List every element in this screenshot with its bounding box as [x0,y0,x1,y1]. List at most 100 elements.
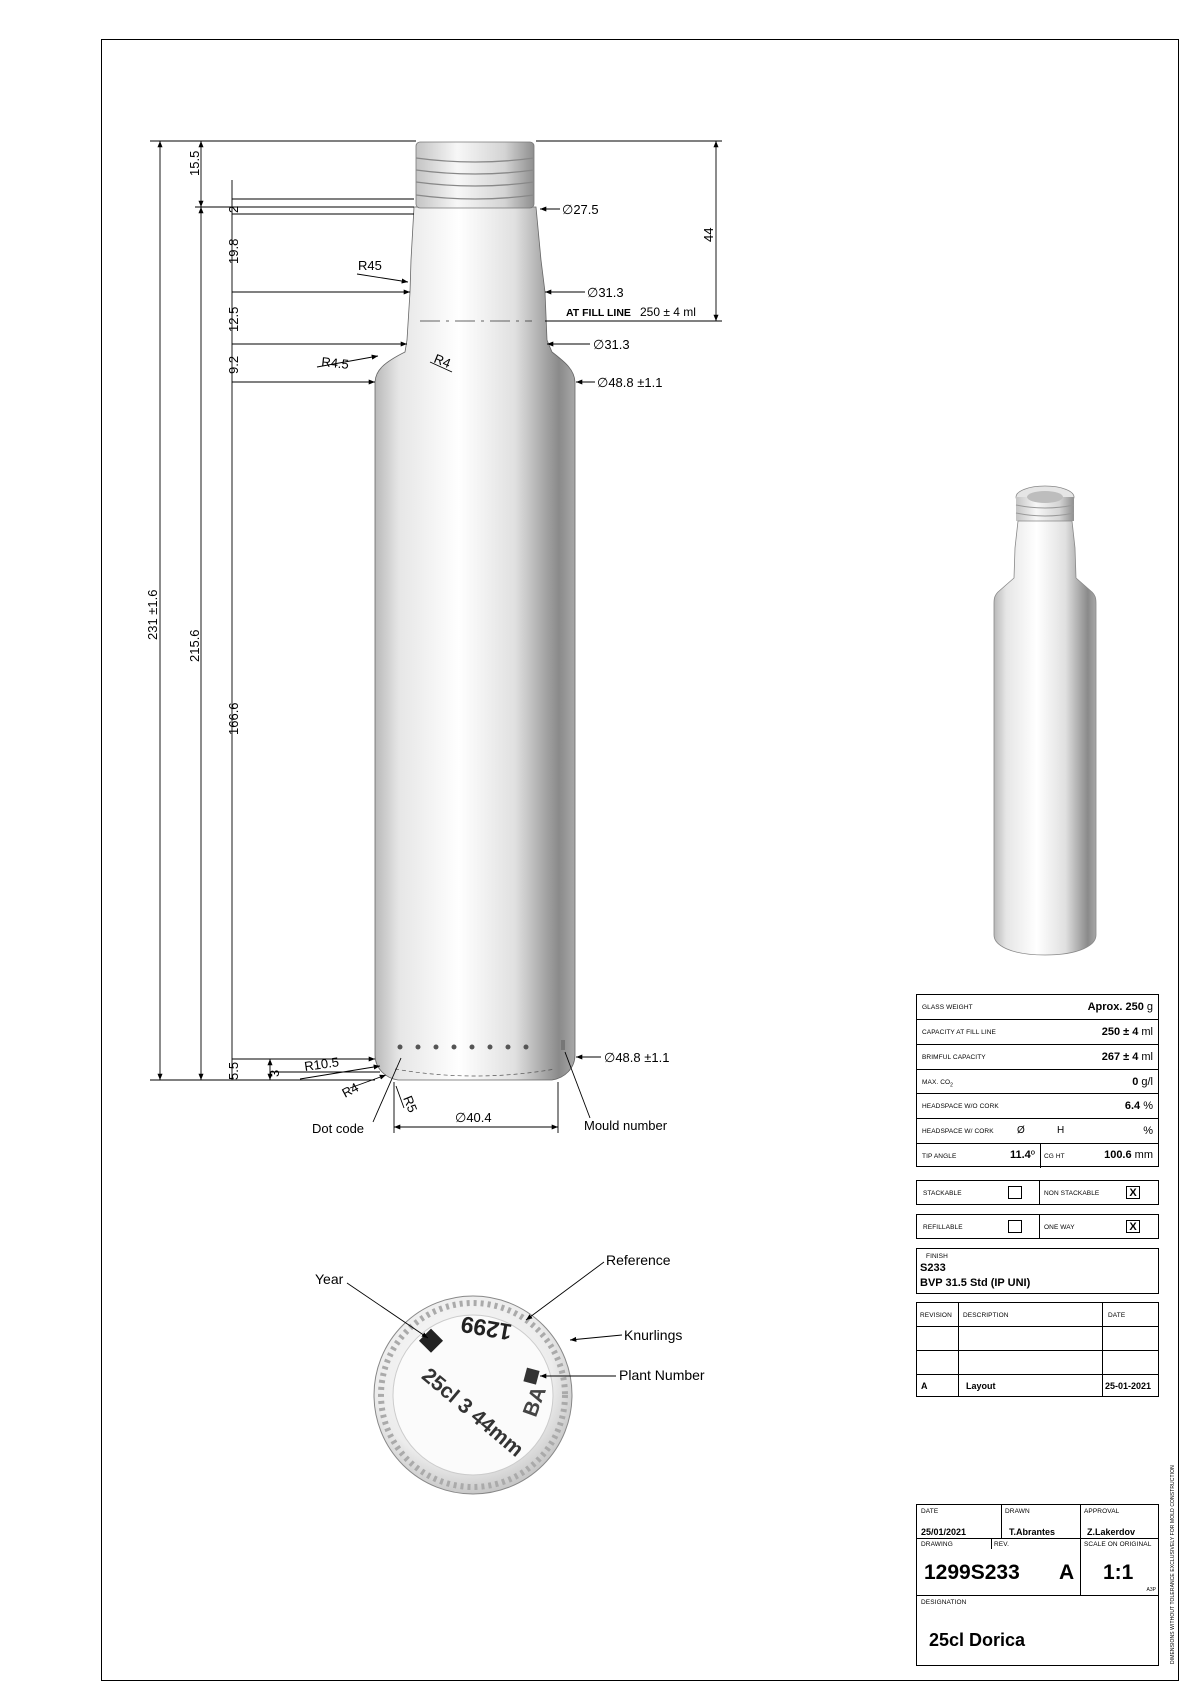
scale-value: 1:1 [1103,1561,1134,1584]
title-block-people-row: DATE 25/01/2021 DRAWN T.Abrantes APPROVA… [917,1505,1158,1539]
date-label: DATE [921,1508,939,1515]
finish-label: FINISH [926,1253,948,1260]
spec-headspace-w-cork: HEADSPACE W/ CORK Ø H % [917,1119,1158,1144]
dim-phi-48-8-bottom: ∅48.8 ±1.1 [604,1050,669,1065]
revision-empty-row [917,1327,1158,1351]
one-way-checkbox: X [1126,1220,1140,1233]
stackable-label: STACKABLE [923,1190,962,1197]
mold-construction-note: DIMENSIONS WITHOUT TOLERANCE EXCLUSIVELY… [1170,1465,1176,1664]
fill-line-value: 250 ± 4 ml [640,305,696,319]
spec-max-co2: MAX. CO2 0 g/l [917,1070,1158,1094]
dim-2: 2 [226,206,241,213]
revision-table: REVISION DESCRIPTION DATE A Layout 25-01… [916,1302,1159,1397]
spec-unit: ml [1141,1051,1153,1063]
dim-3: 3 [267,1070,282,1077]
spec-label-sub: 2 [950,1082,954,1089]
spec-label: TIP ANGLE [922,1153,957,1160]
spec-capacity-fill: CAPACITY AT FILL LINE 250 ± 4 ml [917,1020,1158,1045]
spec-unit: º [1030,1149,1035,1161]
bottle-base-view: 1299 25cl 3 44mm BA Year Reference Knurl… [315,1252,705,1495]
mould-number-label: Mould number [584,1118,668,1133]
dot-code-label: Dot code [312,1121,364,1136]
spec-label: HEADSPACE W/O CORK [922,1103,999,1110]
spec-glass-weight: GLASS WEIGHT Aprox. 250 g [917,995,1158,1020]
designation-label: DESIGNATION [921,1599,967,1606]
spec-label: CG HT [1044,1153,1065,1160]
revision-empty-row [917,1351,1158,1375]
non-stackable-checkbox: X [1126,1186,1140,1199]
revision-header-desc: DESCRIPTION [963,1312,1009,1319]
revision-code: A [921,1381,928,1391]
dim-19-8: 19.8 [226,239,241,264]
dim-r4-top: R4 [432,351,453,371]
spec-unit: g/l [1141,1076,1153,1088]
specs-table: GLASS WEIGHT Aprox. 250 g CAPACITY AT FI… [916,994,1159,1168]
dim-phi-31-3-b: ∅31.3 [593,337,630,352]
drawing-label: DRAWING [921,1541,953,1548]
bottle-perspective-view [993,485,1097,956]
dim-166-6: 166.6 [226,702,241,735]
spec-value: 6.4 [1124,1100,1141,1112]
scale-label: SCALE ON ORIGINAL [1084,1541,1152,1548]
year-callout: Year [315,1271,344,1287]
plant-number-callout: Plant Number [619,1367,705,1383]
dim-r10-5: R10.5 [303,1054,339,1074]
refillable-checkbox [1008,1220,1022,1233]
rev-label: REV. [994,1541,1009,1548]
spec-unit: mm [1134,1149,1153,1161]
paper-format: A3P [1146,1587,1156,1593]
one-way-label: ONE WAY [1044,1224,1075,1231]
spec-value: 267 ± 4 [1101,1051,1139,1063]
spec-unit: % [1143,1125,1153,1137]
fill-line-label: AT FILL LINE [566,307,631,319]
refillable-label: REFILLABLE [923,1224,963,1231]
drawn-value: T.Abrantes [1009,1527,1056,1537]
finish-code: S233 [920,1262,946,1274]
reference-callout: Reference [606,1252,671,1268]
finish-name: BVP 31.5 Std (IP UNI) [920,1277,1031,1289]
refillable-row: REFILLABLE ONE WAY X [916,1214,1159,1239]
designation-value: 25cl Dorica [929,1630,1026,1650]
revision-header-rev: REVISION [920,1312,952,1319]
date-value: 25/01/2021 [921,1527,967,1537]
spec-unit: % [1143,1100,1153,1112]
spec-brimful: BRIMFUL CAPACITY 267 ± 4 ml [917,1045,1158,1070]
dim-r45: R45 [358,258,382,273]
spec-value: 11.4 [1010,1149,1031,1161]
non-stackable-label: NON STACKABLE [1044,1190,1100,1197]
revision-description: Layout [966,1381,996,1391]
dim-44: 44 [701,228,716,242]
spec-value: 0 [1132,1076,1139,1088]
bottle-front-view [374,141,576,1081]
spec-unit: ml [1141,1026,1153,1038]
dim-phi-48-8-top: ∅48.8 ±1.1 [597,375,662,390]
stackable-row: STACKABLE NON STACKABLE X [916,1180,1159,1205]
revision-header: REVISION DESCRIPTION DATE [917,1303,1158,1327]
spec-h: H [1057,1125,1065,1136]
dim-r5: R5 [400,1094,420,1115]
dim-phi-27-5: ∅27.5 [562,202,599,217]
dim-231: 231 ±1.6 [145,589,160,640]
spec-unit: g [1146,1001,1153,1013]
revision-row: A Layout 25-01-2021 [917,1375,1158,1398]
title-block-drawing-row: DRAWING 1299S233 REV. A SCALE ON ORIGINA… [917,1539,1158,1596]
revision-header-date: DATE [1108,1312,1126,1319]
dim-phi-40-4: ∅40.4 [455,1110,492,1125]
spec-value: Aprox. 250 [1087,1001,1144,1013]
spec-phi: Ø [1017,1125,1025,1136]
dim-5-5: 5.5 [226,1062,241,1080]
spec-headspace-wo-cork: HEADSPACE W/O CORK 6.4 % [917,1094,1158,1119]
rev-value: A [1059,1561,1075,1584]
stackable-checkbox [1008,1186,1022,1199]
spec-label: BRIMFUL CAPACITY [922,1054,986,1061]
spec-label: CAPACITY AT FILL LINE [922,1029,996,1036]
spec-value: 100.6 [1104,1149,1132,1161]
title-block-designation-row: DESIGNATION 25cl Dorica [917,1596,1158,1666]
approval-value: Z.Lakerdov [1087,1527,1136,1537]
title-block: DATE 25/01/2021 DRAWN T.Abrantes APPROVA… [916,1504,1159,1666]
dim-r4-bottom: R4 [339,1080,361,1101]
drawing-number: 1299S233 [924,1561,1020,1584]
knurlings-callout: Knurlings [624,1327,682,1343]
revision-date: 25-01-2021 [1105,1381,1152,1391]
